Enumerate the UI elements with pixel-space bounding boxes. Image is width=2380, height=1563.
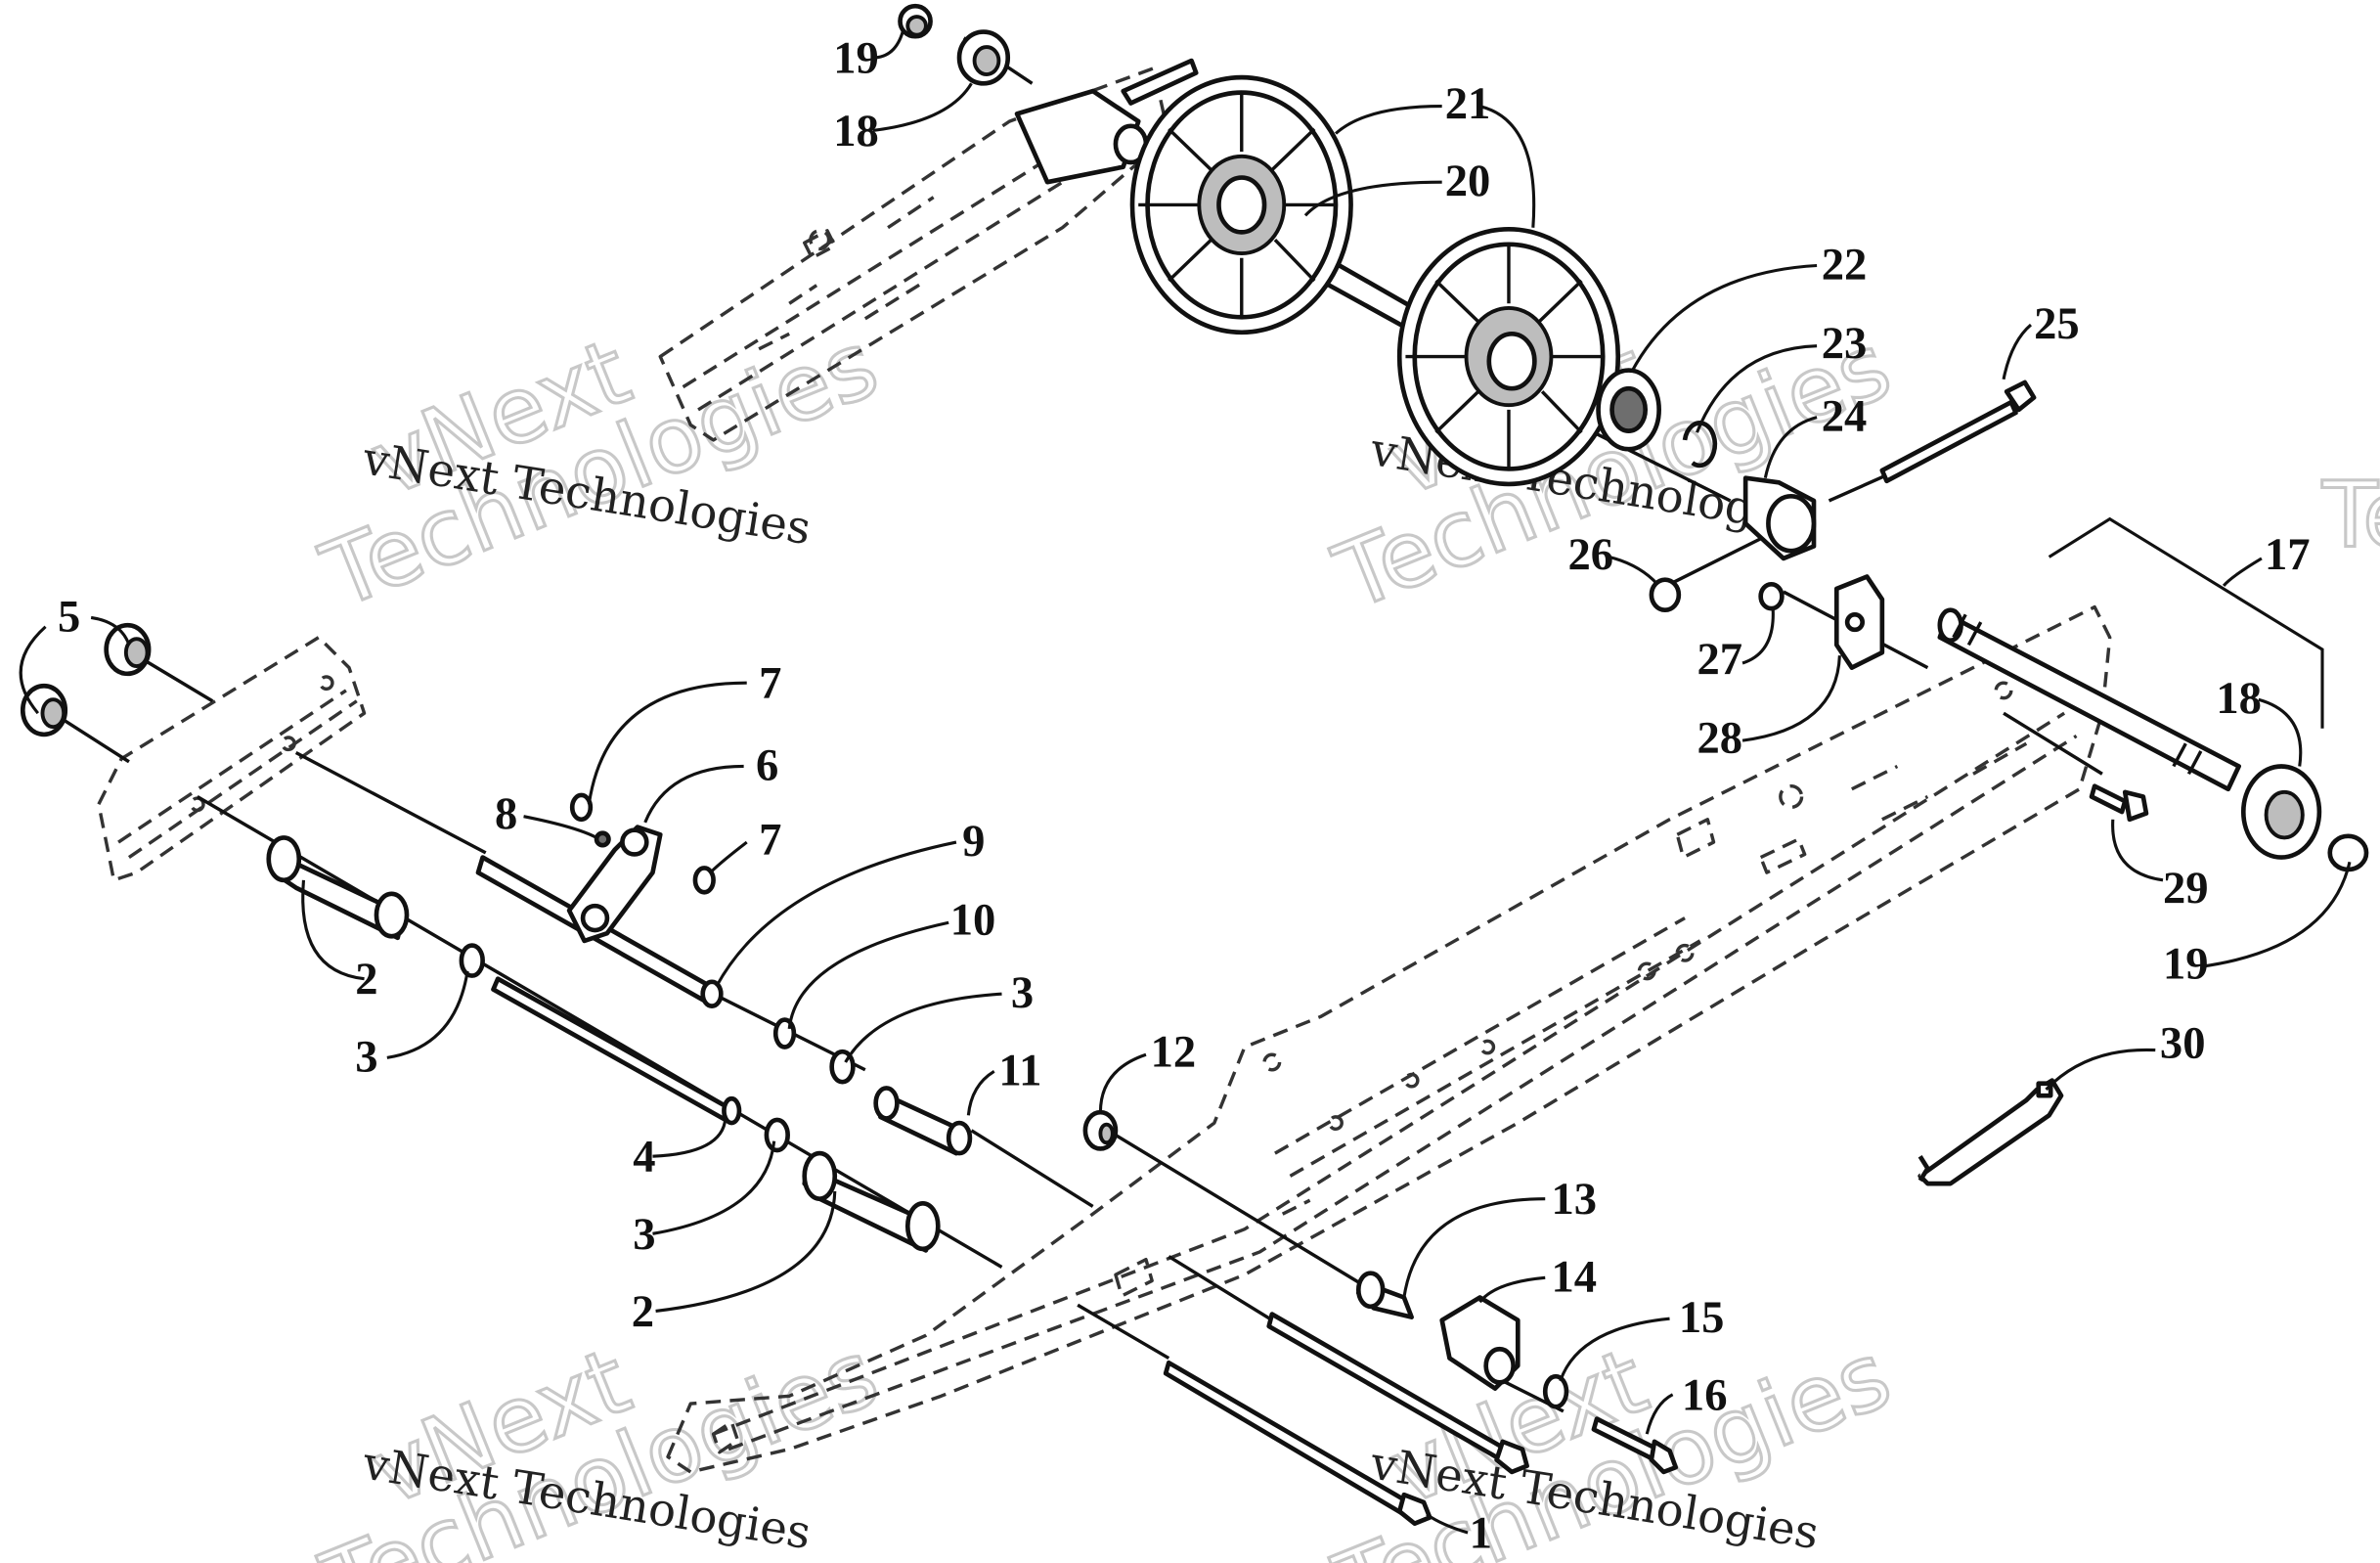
part-6-arm <box>566 825 663 944</box>
part-27-nut <box>1758 581 1785 611</box>
part-5-nut-upper <box>104 622 152 677</box>
part-21-idler-wheel-front <box>1396 226 1621 487</box>
callout-2: 2 <box>355 955 377 1005</box>
callout-29: 29 <box>2163 864 2209 914</box>
part-17-bracket-line <box>2048 516 2324 729</box>
part-3-ring-c <box>764 1117 790 1153</box>
part-22-bearing <box>1596 368 1661 452</box>
part-23-snap-ring <box>1682 421 1718 469</box>
watermark-word: Te <box>2321 463 2380 568</box>
callout-18: 18 <box>2216 674 2262 724</box>
callout-15: 15 <box>1679 1293 1725 1343</box>
callout-28: 28 <box>1697 714 1742 764</box>
callout-1: 1 <box>1470 1508 1492 1558</box>
callout-2: 2 <box>632 1287 654 1337</box>
part-13-bushing <box>1355 1271 1414 1319</box>
part-19-cap-upper <box>898 3 933 39</box>
leader-lines <box>19 29 2352 1535</box>
callout-9: 9 <box>962 817 985 867</box>
part-7-bushing-upper <box>569 792 594 823</box>
callout-19: 19 <box>833 33 879 83</box>
part-7-bushing-lower <box>692 866 716 895</box>
part-25-bolt <box>1879 380 2037 484</box>
part-11-spacer <box>873 1086 973 1156</box>
callout-21: 21 <box>1445 79 1491 129</box>
callout-16: 16 <box>1682 1370 1728 1420</box>
callout-3: 3 <box>355 1032 377 1082</box>
callout-7: 7 <box>759 815 781 865</box>
main-slide-rail-frame <box>666 604 2112 1474</box>
callout-26: 26 <box>1568 530 1614 580</box>
left-rail-frame <box>97 635 367 882</box>
part-3-ring-a <box>459 943 485 978</box>
callout-17: 17 <box>2265 530 2311 580</box>
part-8-grease-fitting <box>594 830 611 848</box>
callout-7: 7 <box>759 659 781 709</box>
part-1-bolt-a <box>1163 1360 1432 1526</box>
part-26-nut <box>1649 577 1682 613</box>
callout-24: 24 <box>1822 392 1868 442</box>
tension-adjuster-bracket <box>1014 58 1199 185</box>
callout-8: 8 <box>495 789 517 839</box>
part-15-washer <box>1542 1373 1569 1409</box>
part-29-bolt <box>2089 783 2149 823</box>
part-14-clamp <box>1439 1295 1521 1391</box>
part-21-idler-wheel-rear <box>1129 74 1353 335</box>
callout-18: 18 <box>833 107 879 156</box>
callout-25: 25 <box>2034 299 2080 349</box>
callout-labels: 1 2 2 3 3 3 4 5 6 7 7 8 9 10 11 12 13 14… <box>58 33 2311 1558</box>
part-5-nut-lower <box>20 683 68 737</box>
part-28-block <box>1833 574 1885 670</box>
part-2-spacer-upper <box>266 835 410 941</box>
part-17-rear-axle <box>1937 607 2241 792</box>
part-30-wrench <box>1917 1078 2064 1186</box>
part-18-hub-rear <box>2240 764 2322 860</box>
callout-27: 27 <box>1697 635 1742 685</box>
part-24-hub <box>1742 475 1817 561</box>
callout-22: 22 <box>1822 240 1868 290</box>
callout-10: 10 <box>950 896 996 946</box>
part-18-hub-upper <box>956 29 1011 86</box>
callout-11: 11 <box>998 1046 1041 1095</box>
part-12-nut <box>1082 1109 1119 1151</box>
callout-3: 3 <box>1011 968 1034 1018</box>
callout-13: 13 <box>1551 1175 1597 1225</box>
callout-6: 6 <box>756 740 778 790</box>
callout-3: 3 <box>633 1210 655 1260</box>
callout-4: 4 <box>633 1133 655 1183</box>
callout-14: 14 <box>1551 1252 1597 1302</box>
callout-19: 19 <box>2163 940 2209 990</box>
callout-30: 30 <box>2160 1018 2206 1068</box>
part-2-spacer-lower <box>802 1150 941 1253</box>
part-16-bolt <box>1591 1416 1679 1475</box>
callout-5: 5 <box>58 592 80 642</box>
callout-23: 23 <box>1822 319 1868 369</box>
callout-12: 12 <box>1151 1028 1197 1078</box>
callout-20: 20 <box>1445 156 1491 206</box>
part-1-bolt-b <box>1266 1312 1529 1475</box>
